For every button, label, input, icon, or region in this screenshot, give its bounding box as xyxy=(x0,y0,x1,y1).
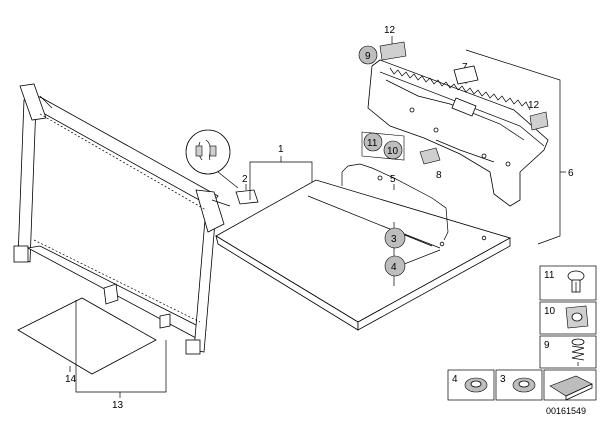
callout-5: 5 xyxy=(390,174,396,185)
floor-mat xyxy=(17,297,157,375)
legend-11: 11 xyxy=(544,270,555,281)
callout-10: 10 xyxy=(387,146,399,157)
callout-11: 11 xyxy=(367,138,378,149)
bracket-part xyxy=(235,189,259,205)
foam-pad-icon xyxy=(549,375,593,401)
legend-4: 4 xyxy=(452,374,458,385)
callout-13: 13 xyxy=(112,400,124,411)
clip-part-7 xyxy=(453,65,479,85)
callout-6: 6 xyxy=(568,168,574,179)
expanding-rivet-icon xyxy=(567,270,585,293)
cover-part-10-11 xyxy=(361,131,405,161)
legend-panel: 11 10 9 4 3 xyxy=(447,265,597,401)
drawing-number: 00161549 xyxy=(546,406,586,416)
legend-3: 3 xyxy=(500,374,506,385)
legend-box-11 xyxy=(539,265,597,301)
callout-9-circle xyxy=(358,45,378,65)
callout-13-leader xyxy=(75,300,167,398)
callout-1: 1 xyxy=(278,144,284,155)
callout-1-leader xyxy=(249,156,313,200)
callout-9: 9 xyxy=(365,51,371,62)
legend-10: 10 xyxy=(544,306,556,317)
callout-12-right: 12 xyxy=(528,100,540,111)
legend-9: 9 xyxy=(544,340,550,351)
callout-6-leader xyxy=(465,49,566,245)
callout-2: 2 xyxy=(242,174,248,185)
callout-8: 8 xyxy=(436,170,442,181)
clip-part-12-top xyxy=(379,41,407,61)
grommet-icon-4 xyxy=(464,377,488,393)
seat-belt-icon xyxy=(195,145,217,157)
callout-4-circle xyxy=(384,255,406,277)
legend-box-9 xyxy=(539,335,597,369)
callout-3: 3 xyxy=(391,234,397,245)
callout-4: 4 xyxy=(391,262,397,273)
clip-nut-icon xyxy=(565,305,589,329)
callout-3-circle xyxy=(384,227,406,249)
callout-12-top: 12 xyxy=(384,25,396,36)
grommet-icon-3 xyxy=(512,377,536,393)
clip-part-8 xyxy=(419,147,441,165)
screw-icon xyxy=(571,338,585,366)
loading-sill-trim xyxy=(367,59,549,207)
floor-panel xyxy=(215,163,512,331)
callout-14: 14 xyxy=(65,374,77,385)
partition-net-frame xyxy=(13,83,231,355)
detail-bubble xyxy=(185,129,239,189)
clip-part-12-right xyxy=(529,111,549,131)
